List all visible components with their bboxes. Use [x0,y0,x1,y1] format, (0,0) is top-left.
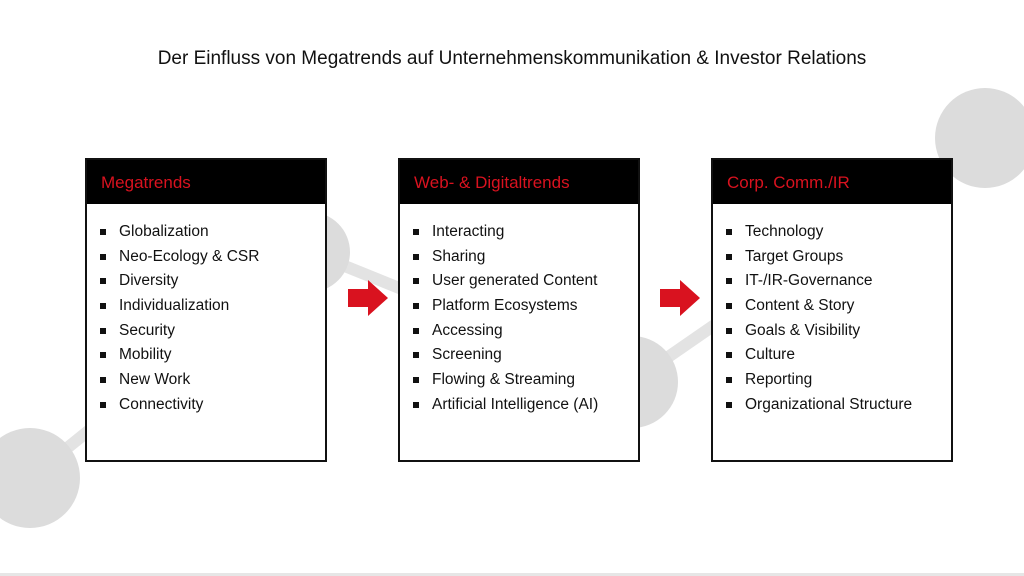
list-item-label: Mobility [119,346,172,364]
list-item: Content & Story [713,294,951,319]
bullet-icon [100,303,106,310]
column-web-digitaltrends: Web- & Digitaltrends Interacting Sharing… [398,158,640,462]
bullet-icon [726,377,732,384]
list-item: Interacting [400,220,638,245]
list-item-label: Culture [745,346,795,364]
list-item: Security [87,319,325,344]
bullet-icon [413,229,419,235]
bullet-icon [726,327,732,334]
column-heading: Corp. Comm./IR [713,160,951,204]
list-item-label: Reporting [745,371,813,389]
list-item-label: Diversity [119,272,179,290]
list-item: Goals & Visibility [713,319,951,344]
list-item: Connectivity [87,393,325,418]
trend-node [0,428,80,528]
page-title: Der Einfluss von Megatrends auf Unterneh… [157,48,867,69]
list-item-label: Organizational Structure [745,395,913,413]
bullet-icon [726,278,732,285]
bullet-icon [100,229,106,235]
bullet-icon [100,377,106,384]
list-item-label: IT-/IR-Governance [745,272,873,290]
bullet-icon [413,278,419,285]
bullet-icon [413,352,419,359]
list-item-label: Neo-Ecology & CSR [119,247,260,265]
list-item-label: New Work [119,371,191,389]
list-item-label: Artificial Intelligence (AI) [432,395,599,413]
bullet-icon [413,327,419,334]
column-megatrends: Megatrends Globalization Neo-Ecology & C… [85,158,327,462]
list-item-label: Goals & Visibility [745,321,861,339]
column-heading: Web- & Digitaltrends [400,160,638,204]
arrow-right-icon [660,280,700,316]
list-item-label: Flowing & Streaming [432,371,576,389]
bullet-icon [100,278,106,285]
list-item: Flowing & Streaming [400,368,638,393]
list-item: Artificial Intelligence (AI) [400,393,638,418]
list-item: Diversity [87,269,325,294]
list-item-label: User generated Content [432,272,598,290]
list-item: Accessing [400,319,638,344]
list-item: Mobility [87,343,325,368]
list-item: Culture [713,343,951,368]
list-item-label: Security [119,321,175,339]
bullet-icon [726,352,732,359]
bottom-divider [0,573,1024,576]
item-list: Interacting Sharing User generated Conte… [400,204,638,418]
bullet-icon [726,401,732,408]
bullet-icon [413,401,419,408]
list-item: Screening [400,343,638,368]
list-item: Individualization [87,294,325,319]
list-item: Reporting [713,368,951,393]
list-item-label: Globalization [119,223,209,240]
list-item: Target Groups [713,245,951,270]
list-item: IT-/IR-Governance [713,269,951,294]
list-item: Organizational Structure [713,393,951,418]
list-item: User generated Content [400,269,638,294]
list-item: Technology [713,220,951,245]
bullet-icon [726,229,732,235]
bullet-icon [100,352,106,359]
bullet-icon [726,303,732,310]
list-item-label: Interacting [432,223,505,240]
item-list: Globalization Neo-Ecology & CSR Diversit… [87,204,325,418]
list-item-label: Screening [432,346,502,364]
bullet-icon [100,253,106,260]
list-item-label: Platform Ecosystems [432,297,578,315]
list-item-label: Technology [745,223,824,240]
bullet-icon [726,253,732,260]
bullet-icon [100,327,106,334]
column-heading: Megatrends [87,160,325,204]
list-item: Globalization [87,220,325,245]
list-item: Sharing [400,245,638,270]
list-item: Neo-Ecology & CSR [87,245,325,270]
list-item-label: Target Groups [745,247,844,265]
list-item-label: Sharing [432,247,486,265]
list-item: New Work [87,368,325,393]
bullet-icon [413,253,419,260]
bullet-icon [413,377,419,384]
arrow-right-icon [348,280,388,316]
trend-node [935,88,1024,188]
column-corp-comm-ir: Corp. Comm./IR Technology Target Groups … [711,158,953,462]
item-list: Technology Target Groups IT-/IR-Governan… [713,204,951,418]
list-item-label: Accessing [432,321,503,339]
list-item-label: Content & Story [745,297,855,315]
bullet-icon [100,401,106,408]
list-item-label: Individualization [119,297,230,315]
bullet-icon [413,303,419,310]
list-item-label: Connectivity [119,395,204,413]
list-item: Platform Ecosystems [400,294,638,319]
